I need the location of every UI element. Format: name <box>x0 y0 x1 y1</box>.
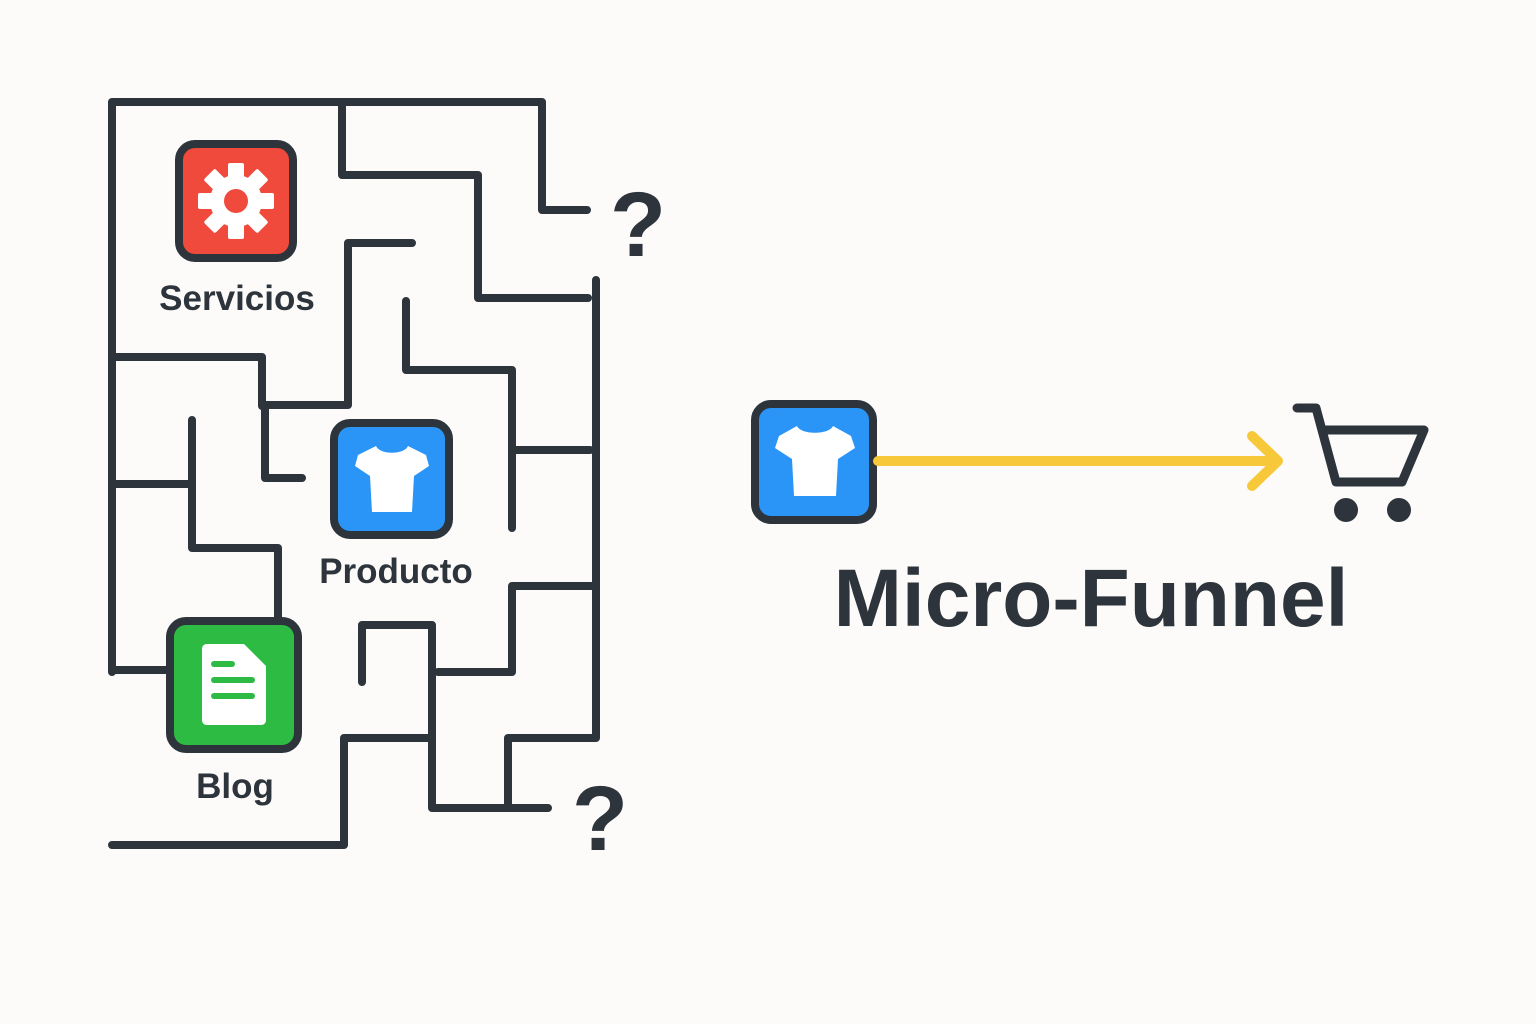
question-mark-bottom: ? <box>572 768 628 870</box>
gear-icon <box>198 163 274 239</box>
maze-wall-top-inner <box>338 100 592 302</box>
arrow-right-icon <box>873 431 1283 491</box>
producto-label: Producto <box>319 552 473 591</box>
document-lines <box>211 661 255 699</box>
maze-node-producto: Producto <box>319 419 473 591</box>
maze-wall-outer <box>108 98 591 676</box>
maze-wall-right <box>504 276 600 808</box>
maze-wall-lower-right <box>434 582 596 676</box>
funnel-title: Micro-Funnel <box>834 553 1349 644</box>
servicios-label: Servicios <box>159 279 315 318</box>
maze-wall-center-right <box>402 297 516 532</box>
tshirt-icon <box>355 446 429 512</box>
maze-wall-upper-center <box>261 239 416 482</box>
maze-wall-lower-center <box>358 621 552 812</box>
micro-funnel: Micro-Funnel <box>751 400 1429 644</box>
maze-wall-bottom <box>108 734 434 849</box>
maze-node-servicios: Servicios <box>159 140 315 318</box>
blog-label: Blog <box>196 767 274 806</box>
maze <box>108 98 600 849</box>
maze-node-blog: Blog <box>166 617 302 806</box>
shopping-cart-icon <box>1292 403 1429 522</box>
tshirt-icon <box>775 426 855 496</box>
question-mark-top: ? <box>610 174 666 276</box>
maze-wall-left-middle <box>109 353 266 410</box>
